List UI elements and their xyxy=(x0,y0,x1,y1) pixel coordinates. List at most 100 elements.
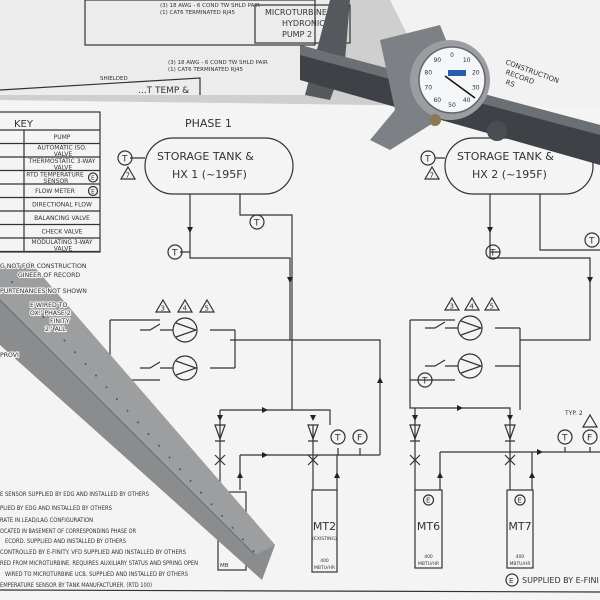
ruler-mark xyxy=(147,433,150,436)
typ-label: TYP. 2 xyxy=(564,410,583,417)
dial-number: 10 xyxy=(463,57,471,64)
efinity-mark-icon xyxy=(514,494,526,506)
ruler-mark xyxy=(158,444,160,447)
note-triangle-icon xyxy=(119,165,137,180)
dial-number: 90 xyxy=(433,57,441,64)
svg-text:T: T xyxy=(334,434,341,444)
note-triangle-icon xyxy=(176,298,194,313)
svg-text:E: E xyxy=(426,497,430,505)
flow-arrow-icon xyxy=(217,415,223,421)
ruler-mark xyxy=(221,515,223,517)
flow-arrow-icon xyxy=(412,415,418,421)
svg-text:3: 3 xyxy=(450,303,454,311)
note-triangle-icon xyxy=(198,298,216,313)
pump-box-line: MICROTURBINE xyxy=(265,8,327,17)
note-line: FINITY xyxy=(50,318,70,325)
key-item: AUTOMATIC ISO. VALVE xyxy=(37,145,86,158)
flow-arrow-icon xyxy=(537,449,543,455)
ruler-mark xyxy=(11,281,13,283)
ruler-mark xyxy=(242,538,244,541)
ruler-mark xyxy=(126,409,129,412)
note-triangle-icon xyxy=(154,298,172,313)
svg-text:T: T xyxy=(588,237,595,247)
efinity-mark-icon xyxy=(87,185,99,197)
ruler-mark xyxy=(84,362,87,365)
unit-name: MT2 xyxy=(313,520,336,533)
ruler-mark xyxy=(189,479,192,482)
top-sheets: MICROTURBINE HYDRONIC PUMP 2 (3) 18 AWG … xyxy=(0,0,600,120)
svg-text:E: E xyxy=(518,497,522,505)
svg-text:T: T xyxy=(421,377,428,387)
note-triangle-icon xyxy=(483,296,501,311)
isolation-valve-icon xyxy=(140,323,173,331)
thumb-roller xyxy=(429,114,441,126)
flow-arrow-icon xyxy=(237,472,243,478)
note-line: E SENSOR SUPPLIED BY EDG AND INSTALLED B… xyxy=(0,491,149,498)
flow-arrow-icon xyxy=(587,277,593,283)
svg-text:E: E xyxy=(91,175,95,182)
dial-number: 40 xyxy=(463,97,471,104)
ruler-mark xyxy=(231,526,234,529)
svg-text:3: 3 xyxy=(161,305,165,313)
ruler-mark xyxy=(210,503,213,506)
ruler-mark xyxy=(63,339,66,342)
key-item: THERMOSTATIC 3-WAY VALVE xyxy=(28,158,96,171)
ruler-mark xyxy=(168,456,171,459)
key-item: PUMP xyxy=(54,134,71,141)
partial-unit-label: MB xyxy=(220,563,229,569)
note-line: WIRED TO MICROTURBINE UCB. SUPPLIED AND … xyxy=(5,571,188,578)
flow-meter-icon xyxy=(352,429,368,445)
ruler-mark xyxy=(105,386,108,389)
note-line: GINEER OF RECORD xyxy=(18,272,80,279)
note-triangle-icon xyxy=(463,296,481,311)
svg-text:T: T xyxy=(171,249,178,259)
efinity-legend-mark: E xyxy=(509,577,513,585)
modulating-valve-icon xyxy=(409,454,421,466)
dial-number: 50 xyxy=(448,102,456,109)
temp-sensor-icon xyxy=(167,244,183,260)
pump-box-line: PUMP 2 xyxy=(282,30,312,39)
tank-1 xyxy=(144,137,294,195)
svg-text:T: T xyxy=(253,219,260,229)
note-line: ECORD. SUPPLIED AND INSTALLED BY OTHERS xyxy=(5,538,126,545)
unit-name: MT7 xyxy=(508,520,531,533)
dial-needle xyxy=(444,75,476,99)
unit-status: (EXISTING) xyxy=(312,536,337,542)
efinity-mark-icon xyxy=(422,494,435,506)
key-item: FLOW METER xyxy=(35,188,75,195)
key-item: CHECK VALVE xyxy=(42,229,83,236)
check-valve-icon xyxy=(214,424,226,442)
dial-number: 70 xyxy=(424,85,432,92)
ruler-mark xyxy=(74,351,76,354)
isolation-valve-icon xyxy=(425,321,458,329)
temp-sensor-icon xyxy=(249,214,265,230)
pump-box-line: HYDRONIC xyxy=(282,19,325,28)
shielded-label: SHIELDED xyxy=(100,76,128,82)
flow-arrow-icon xyxy=(457,405,463,411)
check-valve-icon xyxy=(307,424,319,442)
ruler-mark xyxy=(32,304,34,307)
check-valve-icon xyxy=(409,424,421,442)
flow-arrow-icon xyxy=(187,227,193,233)
modulating-valve-icon xyxy=(307,454,319,466)
ruler-mark xyxy=(200,491,202,494)
flow-arrow-icon xyxy=(334,472,340,478)
note-line: CONTROLLED BY E-FINITY. VFD SUPPLIED AND… xyxy=(0,549,186,556)
unit-rating: MBTU/HR xyxy=(509,561,530,567)
flow-arrow-icon xyxy=(377,377,383,383)
flow-arrow-icon xyxy=(437,472,443,478)
note-line: PROVI xyxy=(0,352,19,359)
dial-number: 60 xyxy=(433,97,441,104)
dial-number: 20 xyxy=(472,69,480,76)
note-line: E WIRED TO xyxy=(30,302,68,309)
svg-text:T: T xyxy=(424,155,431,165)
temp-sensor-icon xyxy=(420,150,436,166)
temp-sensor-icon xyxy=(330,429,346,445)
cable-note: (1) CAT6 TERMINATED RJ45 xyxy=(160,10,236,16)
note-line: G NOT FOR CONSTRUCTION xyxy=(0,263,87,270)
svg-text:4: 4 xyxy=(470,303,475,311)
